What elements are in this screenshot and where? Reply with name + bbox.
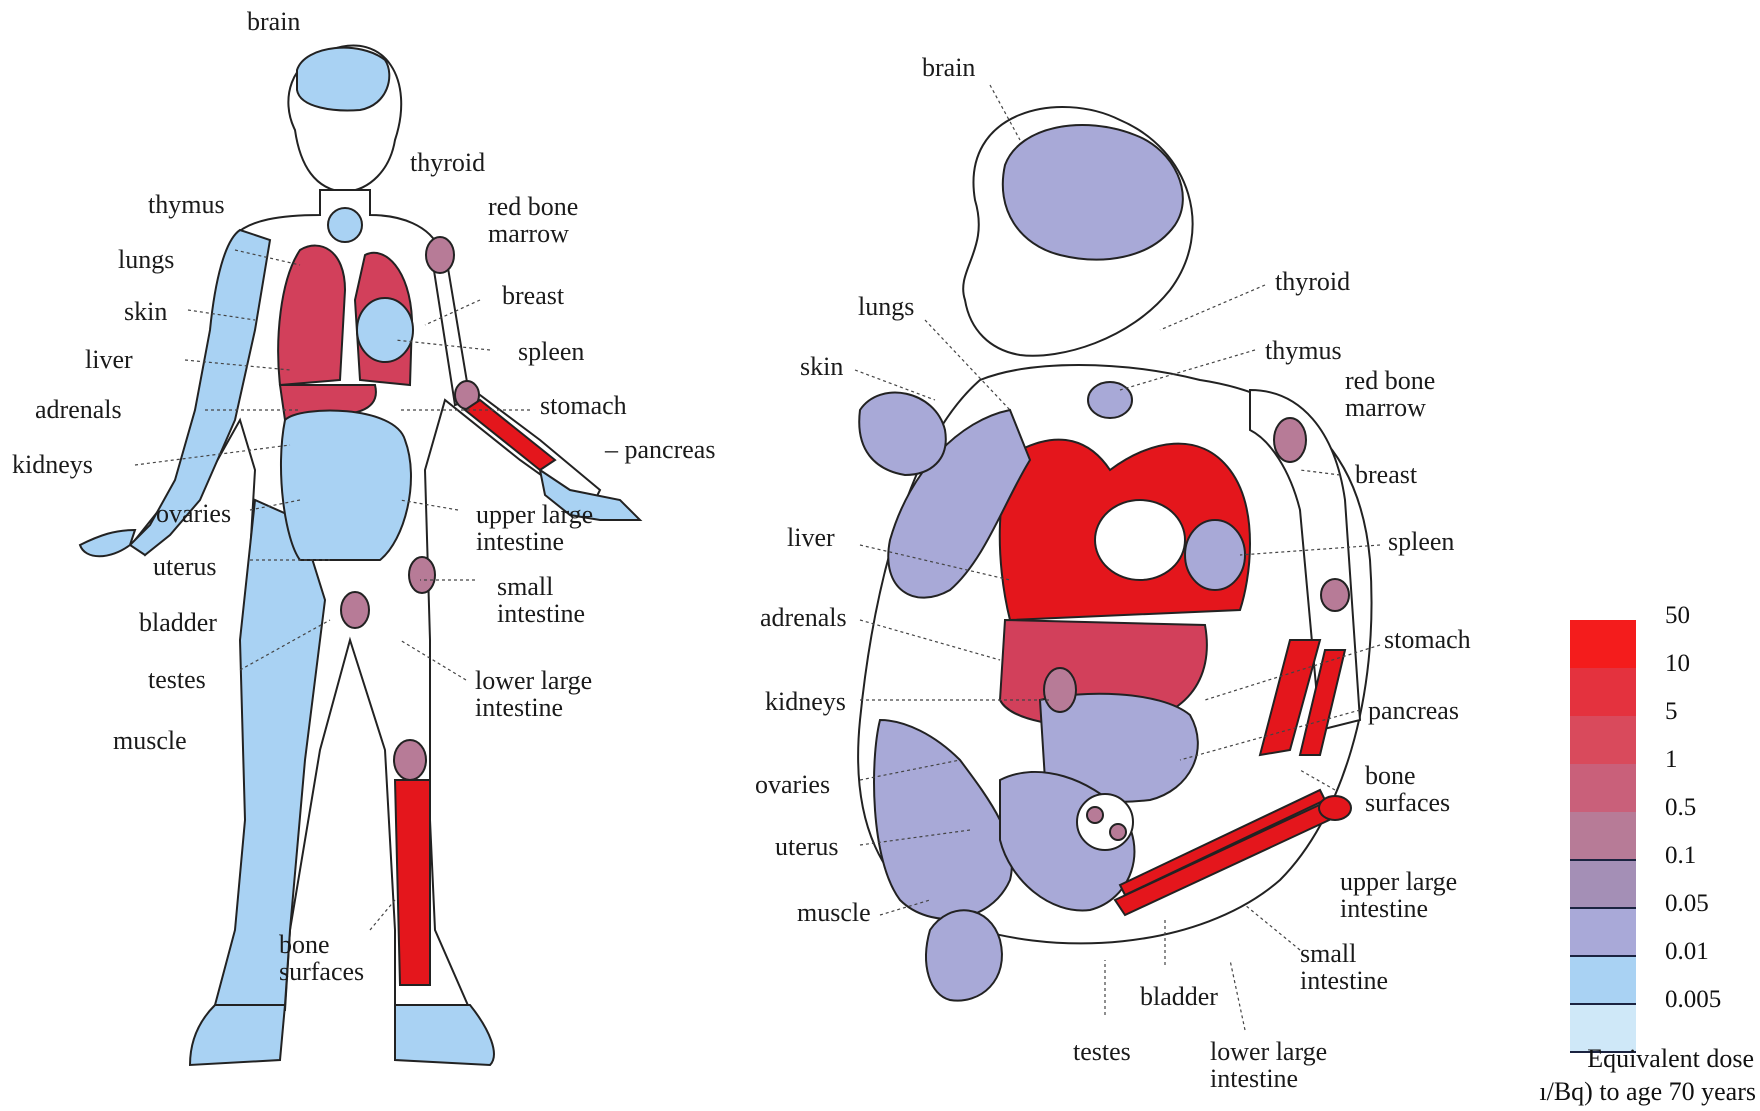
infant-label-lungs: lungs	[858, 293, 914, 320]
infant-heart	[1095, 500, 1185, 580]
infant-label-upper-large-intestine: upper large intestine	[1340, 868, 1457, 922]
adult-foot-right	[395, 1005, 494, 1065]
adult-heart	[357, 298, 413, 362]
infant-thymus	[1088, 382, 1132, 418]
adult-label-muscle: muscle	[113, 727, 187, 754]
infant-label-red-bone-marrow: red bone marrow	[1345, 367, 1435, 421]
adult-label-spleen: spleen	[518, 338, 584, 365]
infant-figure	[858, 107, 1371, 1001]
infant-shoulder-marrow	[1274, 418, 1306, 462]
infant-label-kidneys: kidneys	[765, 688, 846, 715]
infant-label-adrenals: adrenals	[760, 604, 847, 631]
adult-hip-marrow	[341, 592, 369, 628]
infant-label-skin: skin	[800, 353, 843, 380]
legend-band	[1570, 908, 1636, 956]
legend-band	[1570, 716, 1636, 764]
adult-label-upper-large-intestine: upper large intestine	[476, 501, 593, 555]
adult-label-bladder: bladder	[139, 609, 217, 636]
infant-label-testes: testes	[1073, 1038, 1131, 1065]
legend-value: 0.01	[1665, 939, 1709, 964]
infant-label-thyroid: thyroid	[1275, 268, 1350, 295]
legend-value: 10	[1665, 651, 1690, 676]
legend-value: 0.05	[1665, 891, 1709, 916]
legend-value: 0.1	[1665, 843, 1696, 868]
adult-brain	[297, 48, 389, 111]
adult-hand-left	[80, 530, 135, 556]
legend-band	[1570, 764, 1636, 812]
infant-label-bladder: bladder	[1140, 983, 1218, 1010]
legend-band	[1570, 812, 1636, 860]
adult-label-lungs: lungs	[118, 246, 174, 273]
adult-label-brain: brain	[247, 8, 300, 35]
adult-thymus	[328, 208, 362, 242]
infant-label-stomach: stomach	[1384, 626, 1471, 653]
infant-label-uterus: uterus	[775, 833, 839, 860]
adult-label-bone-surfaces: bone surfaces	[279, 931, 364, 985]
legend-value: 0.005	[1665, 987, 1721, 1012]
infant-label-breast: breast	[1355, 461, 1417, 488]
legend-value: 0.5	[1665, 795, 1696, 820]
infant-pelvis	[1077, 794, 1133, 850]
infant-label-thymus: thymus	[1265, 337, 1342, 364]
adult-label-red-bone-marrow: red bone marrow	[488, 193, 578, 247]
adult-shin-bones	[395, 780, 430, 985]
infant-label-bone-surfaces: bone surfaces	[1365, 762, 1450, 816]
adult-label-lower-large-intestine: lower large intestine	[475, 667, 592, 721]
infant-label-liver: liver	[787, 524, 835, 551]
adult-label-breast: breast	[502, 282, 564, 309]
legend-value: 50	[1665, 603, 1690, 628]
adult-pelvis-marrow	[409, 557, 435, 593]
adult-label-pancreas: – pancreas	[605, 436, 715, 463]
legend-band	[1570, 860, 1636, 908]
infant-hip-marrow-a	[1087, 807, 1103, 823]
adult-label-kidneys: kidneys	[12, 451, 93, 478]
adult-intestines	[281, 410, 411, 560]
infant-label-lower-large-intestine: lower large intestine	[1210, 1038, 1327, 1092]
legend-band	[1570, 668, 1636, 716]
legend-value: 5	[1665, 699, 1678, 724]
adult-knee-marrow	[394, 740, 426, 780]
infant-kidney	[1044, 668, 1076, 712]
adult-label-thyroid: thyroid	[410, 149, 485, 176]
infant-label-spleen: spleen	[1388, 528, 1454, 555]
legend-value: 1	[1665, 747, 1678, 772]
legend-band	[1570, 956, 1636, 1004]
infant-knee-bone	[1319, 796, 1351, 820]
infant-label-small-intestine: small intestine	[1300, 940, 1388, 994]
infant-foot-left	[926, 910, 1002, 1000]
adult-label-small-intestine: small intestine	[497, 573, 585, 627]
infant-fist	[859, 393, 946, 475]
adult-foot-left	[190, 1005, 285, 1065]
adult-label-liver: liver	[85, 346, 133, 373]
adult-label-ovaries: ovaries	[156, 500, 231, 527]
legend-band	[1570, 620, 1636, 668]
infant-spleen	[1185, 520, 1245, 590]
adult-shoulder-marrow	[426, 237, 454, 273]
adult-label-thymus: thymus	[148, 191, 225, 218]
adult-label-skin: skin	[124, 298, 167, 325]
legend-caption-line2: ı/Bq) to age 70 years	[1539, 1076, 1756, 1107]
legend-caption-line1: Equivalent dose	[1587, 1043, 1754, 1074]
adult-label-uterus: uterus	[153, 553, 217, 580]
infant-elbow-marrow	[1321, 579, 1349, 611]
infant-label-muscle: muscle	[797, 899, 871, 926]
infant-hip-marrow-b	[1110, 824, 1126, 840]
adult-label-testes: testes	[148, 666, 206, 693]
legend-color-bar	[1570, 620, 1636, 1052]
adult-label-stomach: stomach	[540, 392, 627, 419]
infant-label-ovaries: ovaries	[755, 771, 830, 798]
infant-label-pancreas: pancreas	[1368, 697, 1459, 724]
infant-label-brain: brain	[922, 54, 975, 81]
adult-label-adrenals: adrenals	[35, 396, 122, 423]
